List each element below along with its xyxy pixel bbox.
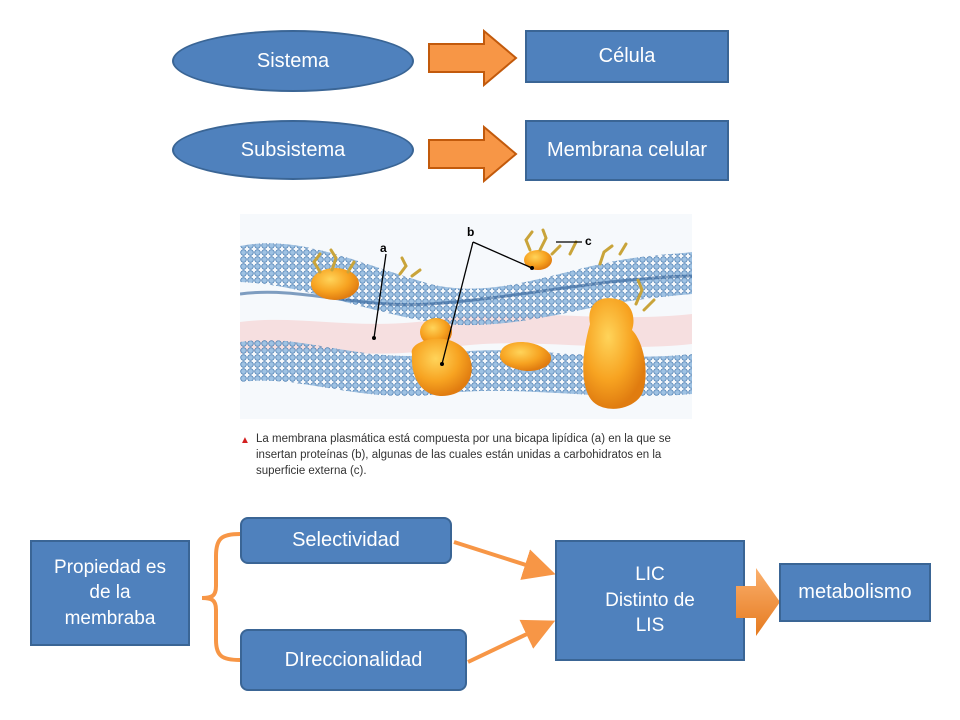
caption-text: La membrana plasmática está compuesta po… (256, 433, 671, 477)
propiedades-line-3: membraba (64, 607, 156, 629)
sistema-node: Sistema (172, 30, 414, 92)
subsistema-label: Subsistema (240, 138, 346, 161)
lic-line-2: Distinto de (605, 589, 695, 611)
lic-line-1: LIC (635, 564, 665, 586)
celula-label: Célula (598, 45, 656, 67)
celula-node: Célula (525, 30, 729, 83)
direccionalidad-node: DIreccionalidad (240, 629, 467, 691)
connector-arrows (453, 540, 556, 664)
propiedades-line-1: Propiedad es (54, 556, 166, 578)
label-c: c (585, 234, 592, 248)
arrow-lic-metabolismo (736, 568, 780, 636)
subsistema-node: Subsistema (172, 120, 414, 180)
metabolismo-node: metabolismo (779, 563, 931, 622)
arrow-subsistema-membrana (428, 124, 518, 184)
label-a: a (380, 241, 387, 255)
selectividad-node: Selectividad (240, 517, 452, 564)
metabolismo-label: metabolismo (798, 581, 912, 603)
membrana-celular-node: Membrana celular (525, 120, 729, 181)
membrana-celular-label: Membrana celular (546, 139, 708, 161)
figure-caption: ▲ La membrana plasmática está compuesta … (240, 431, 680, 479)
propiedades-node: Propiedad es de la membraba (30, 540, 190, 646)
bracket-brace (201, 532, 242, 662)
lic-node: LIC Distinto de LIS (555, 540, 745, 661)
label-b: b (467, 225, 474, 239)
caption-marker-icon: ▲ (240, 435, 250, 446)
cell-membrane-illustration: a b c (240, 214, 692, 419)
direccionalidad-label: DIreccionalidad (284, 648, 423, 671)
lic-line-3: LIS (635, 615, 665, 637)
selectividad-label: Selectividad (292, 529, 400, 551)
sistema-label: Sistema (256, 49, 330, 72)
arrow-sistema-celula (428, 28, 518, 88)
propiedades-line-2: de la (89, 582, 131, 604)
